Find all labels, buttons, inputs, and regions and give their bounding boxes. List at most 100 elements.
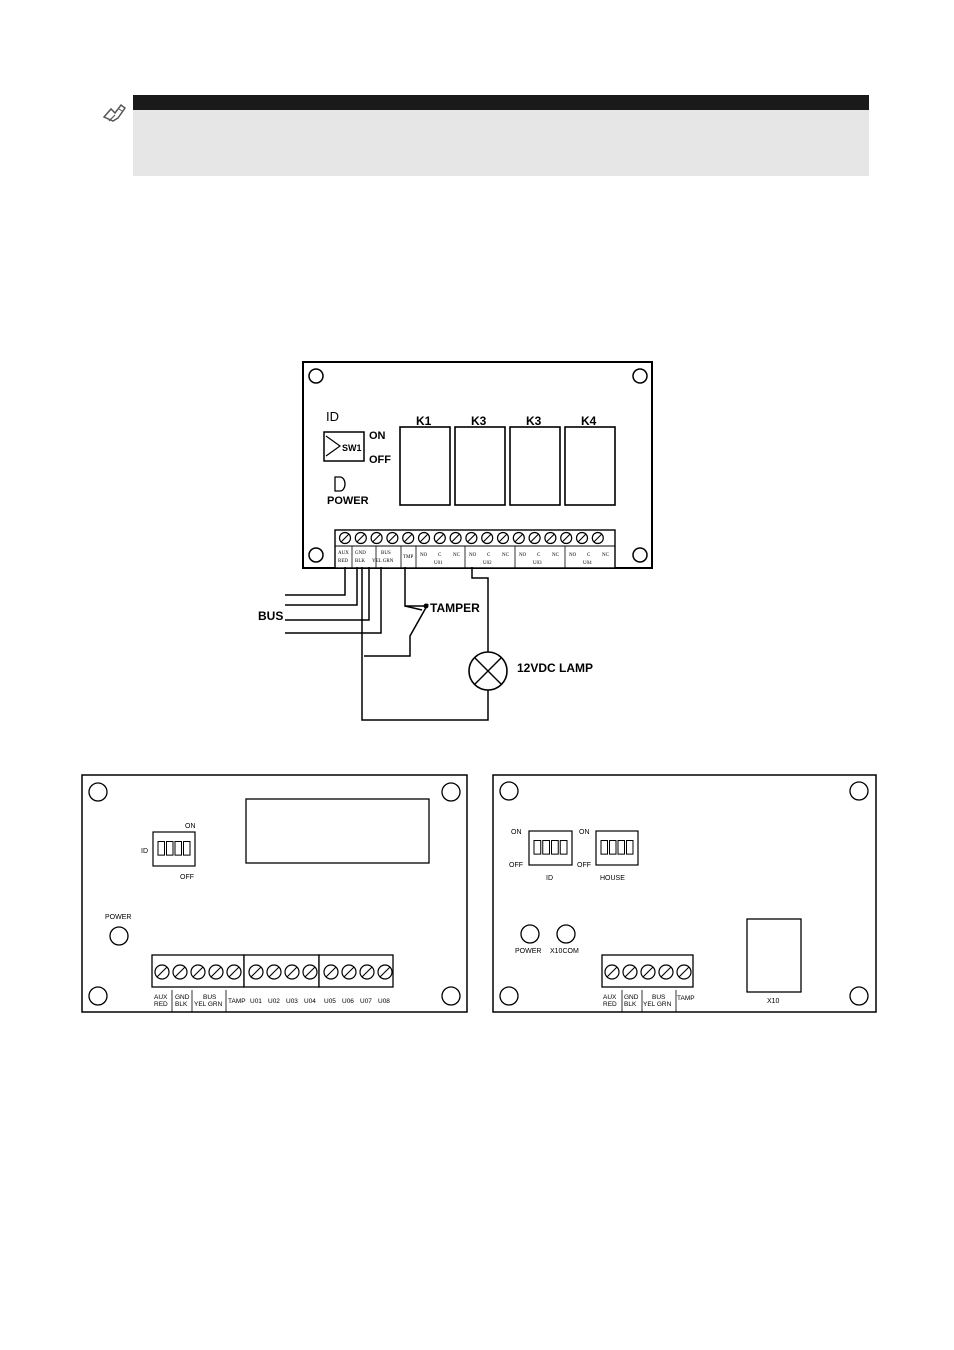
terminal-screw-icon <box>323 964 339 980</box>
terminal-label: RED <box>154 1001 168 1008</box>
relay-off-label: OFF <box>369 454 391 466</box>
terminal-label: NO <box>420 553 428 558</box>
relay-wiring <box>285 567 489 721</box>
mount-hole-bl <box>308 547 324 563</box>
output-power-led <box>109 926 129 946</box>
x10-house-label: HOUSE <box>600 875 625 882</box>
terminal-label: U02 <box>483 561 492 566</box>
relay-k3 <box>509 426 561 506</box>
relay-label: K4 <box>581 414 597 428</box>
terminal-screw-icon <box>266 964 282 980</box>
terminal-screw-icon <box>248 964 264 980</box>
terminal-screw-icon <box>208 964 224 980</box>
x10-id-label: ID <box>546 875 553 882</box>
terminal-label: TAMP <box>677 995 695 1002</box>
terminal-label: BUS <box>381 551 391 556</box>
terminal-screw-icon <box>433 531 446 545</box>
terminal-screw-icon <box>465 531 478 545</box>
terminal-label: U08 <box>378 998 390 1005</box>
mount-hole <box>441 986 461 1006</box>
terminal-screw-icon <box>575 531 589 545</box>
terminal-label: BLK <box>175 1001 188 1008</box>
terminal-screw-icon <box>417 531 431 545</box>
terminal-screw-icon <box>528 531 541 545</box>
terminal-label: NC <box>552 553 560 558</box>
terminal-label: GND <box>355 551 366 556</box>
terminal-screw-icon <box>341 964 357 980</box>
terminal-label: U02 <box>268 998 280 1005</box>
terminal-screw-icon <box>512 531 525 545</box>
dip-switch-toggle <box>157 841 165 856</box>
terminal-screw-icon <box>154 964 170 980</box>
output-id-label: ID <box>141 848 148 855</box>
terminal-screw-icon <box>377 964 393 980</box>
terminal-label: YEL GRN <box>372 559 394 564</box>
output-display-window <box>245 798 430 864</box>
relay-id-label: ID <box>326 409 339 424</box>
x10-house-on-label: ON <box>579 829 590 836</box>
terminal-screw-icon <box>359 964 375 980</box>
terminal-label: C <box>537 553 541 558</box>
dip-switch-toggle <box>609 840 617 855</box>
sw1-switch <box>323 431 365 462</box>
relay-k1 <box>399 426 451 506</box>
terminal-label: AUX <box>154 994 168 1001</box>
terminal-label: RED <box>603 1001 617 1008</box>
x10-power-led <box>520 924 540 944</box>
terminal-label: NO <box>469 553 477 558</box>
terminal-screw-icon <box>370 531 383 545</box>
mount-hole <box>499 781 519 801</box>
terminal-screw-icon <box>284 964 300 980</box>
terminal-label: BLK <box>624 1001 637 1008</box>
tamper-label: TAMPER <box>430 601 480 615</box>
terminal-label: YEL GRN <box>194 1001 223 1008</box>
terminal-screw-icon <box>190 964 206 980</box>
mount-hole-tr <box>632 368 648 384</box>
dip-switch-toggle <box>626 840 634 855</box>
note-header-bar <box>133 95 869 110</box>
terminal-screw-icon <box>481 531 494 545</box>
note-hand-icon <box>102 103 127 122</box>
output-off-label: OFF <box>180 874 194 881</box>
dip-switch-toggle <box>183 841 191 856</box>
terminal-label: NO <box>569 553 577 558</box>
dip-switch-toggle <box>617 840 625 855</box>
x10-id-on-label: ON <box>511 829 522 836</box>
terminal-label: TAMP <box>228 998 246 1005</box>
terminal-label: TMP <box>403 555 414 560</box>
terminal-screw-icon <box>622 964 638 980</box>
mount-hole <box>849 986 869 1006</box>
mount-hole <box>441 782 461 802</box>
terminal-screw-icon <box>172 964 188 980</box>
terminal-label: NC <box>453 553 461 558</box>
terminal-label: U01 <box>250 998 262 1005</box>
mount-hole-br <box>632 547 648 563</box>
terminal-screw-icon <box>338 531 352 545</box>
terminal-label: U06 <box>342 998 354 1005</box>
terminal-screw-icon <box>386 531 399 545</box>
terminal-label: C <box>487 553 491 558</box>
x10-id-dip-switch <box>528 830 573 866</box>
output-dip-switch <box>152 831 196 867</box>
mount-hole-tl <box>308 368 324 384</box>
lamp-label: 12VDC LAMP <box>517 661 593 675</box>
terminal-label: BUS <box>652 994 666 1001</box>
terminal-label: RED <box>338 559 348 564</box>
terminal-label: GND <box>175 994 190 1001</box>
terminal-label: C <box>587 553 591 558</box>
terminal-screw-icon <box>658 964 674 980</box>
terminal-screw-icon <box>591 531 604 545</box>
terminal-label: U04 <box>583 561 592 566</box>
sw1-label: SW1 <box>342 443 362 453</box>
x10-house-off-label: OFF <box>577 862 591 869</box>
output-power-label: POWER <box>105 914 131 921</box>
terminal-label: NC <box>602 553 610 558</box>
x10-x10com-led <box>556 924 576 944</box>
terminal-screw-icon <box>560 531 573 545</box>
terminal-label: U07 <box>360 998 372 1005</box>
terminal-label: BUS <box>203 994 217 1001</box>
